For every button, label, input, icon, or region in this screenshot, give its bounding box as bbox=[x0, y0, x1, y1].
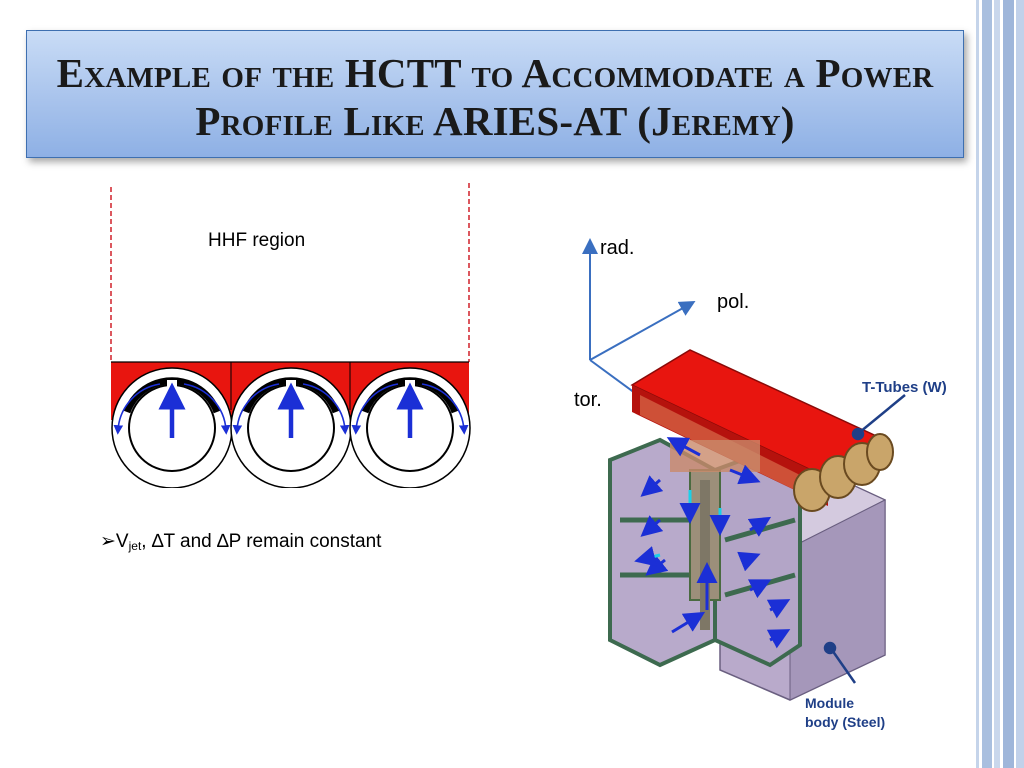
tube-cross-section bbox=[111, 367, 233, 489]
flow-arrows bbox=[640, 437, 791, 649]
bullet-icon: ➢ bbox=[100, 531, 116, 552]
note-bullet: ➢Vjet, ∆T and ∆P remain constant bbox=[100, 531, 382, 553]
coolant-arrows bbox=[634, 490, 761, 572]
title-box bbox=[26, 30, 964, 158]
axis-label-pol: pol. bbox=[717, 291, 750, 313]
tube-cross-section bbox=[230, 367, 352, 489]
callout-t-tubes: T-Tubes (W) bbox=[862, 379, 947, 396]
tube-cross-section bbox=[349, 367, 471, 489]
callout-pointers bbox=[823, 394, 906, 684]
axis-label-tor: tor. bbox=[574, 389, 602, 411]
t-tubes bbox=[630, 349, 894, 512]
slide-title: Example of the HCTT to Accommodate a Pow… bbox=[56, 50, 934, 144]
hhf-region-label: HHF region bbox=[208, 230, 306, 251]
callout-module-body: Module body (Steel) bbox=[805, 695, 886, 730]
axis-label-rad: rad. bbox=[600, 237, 635, 259]
